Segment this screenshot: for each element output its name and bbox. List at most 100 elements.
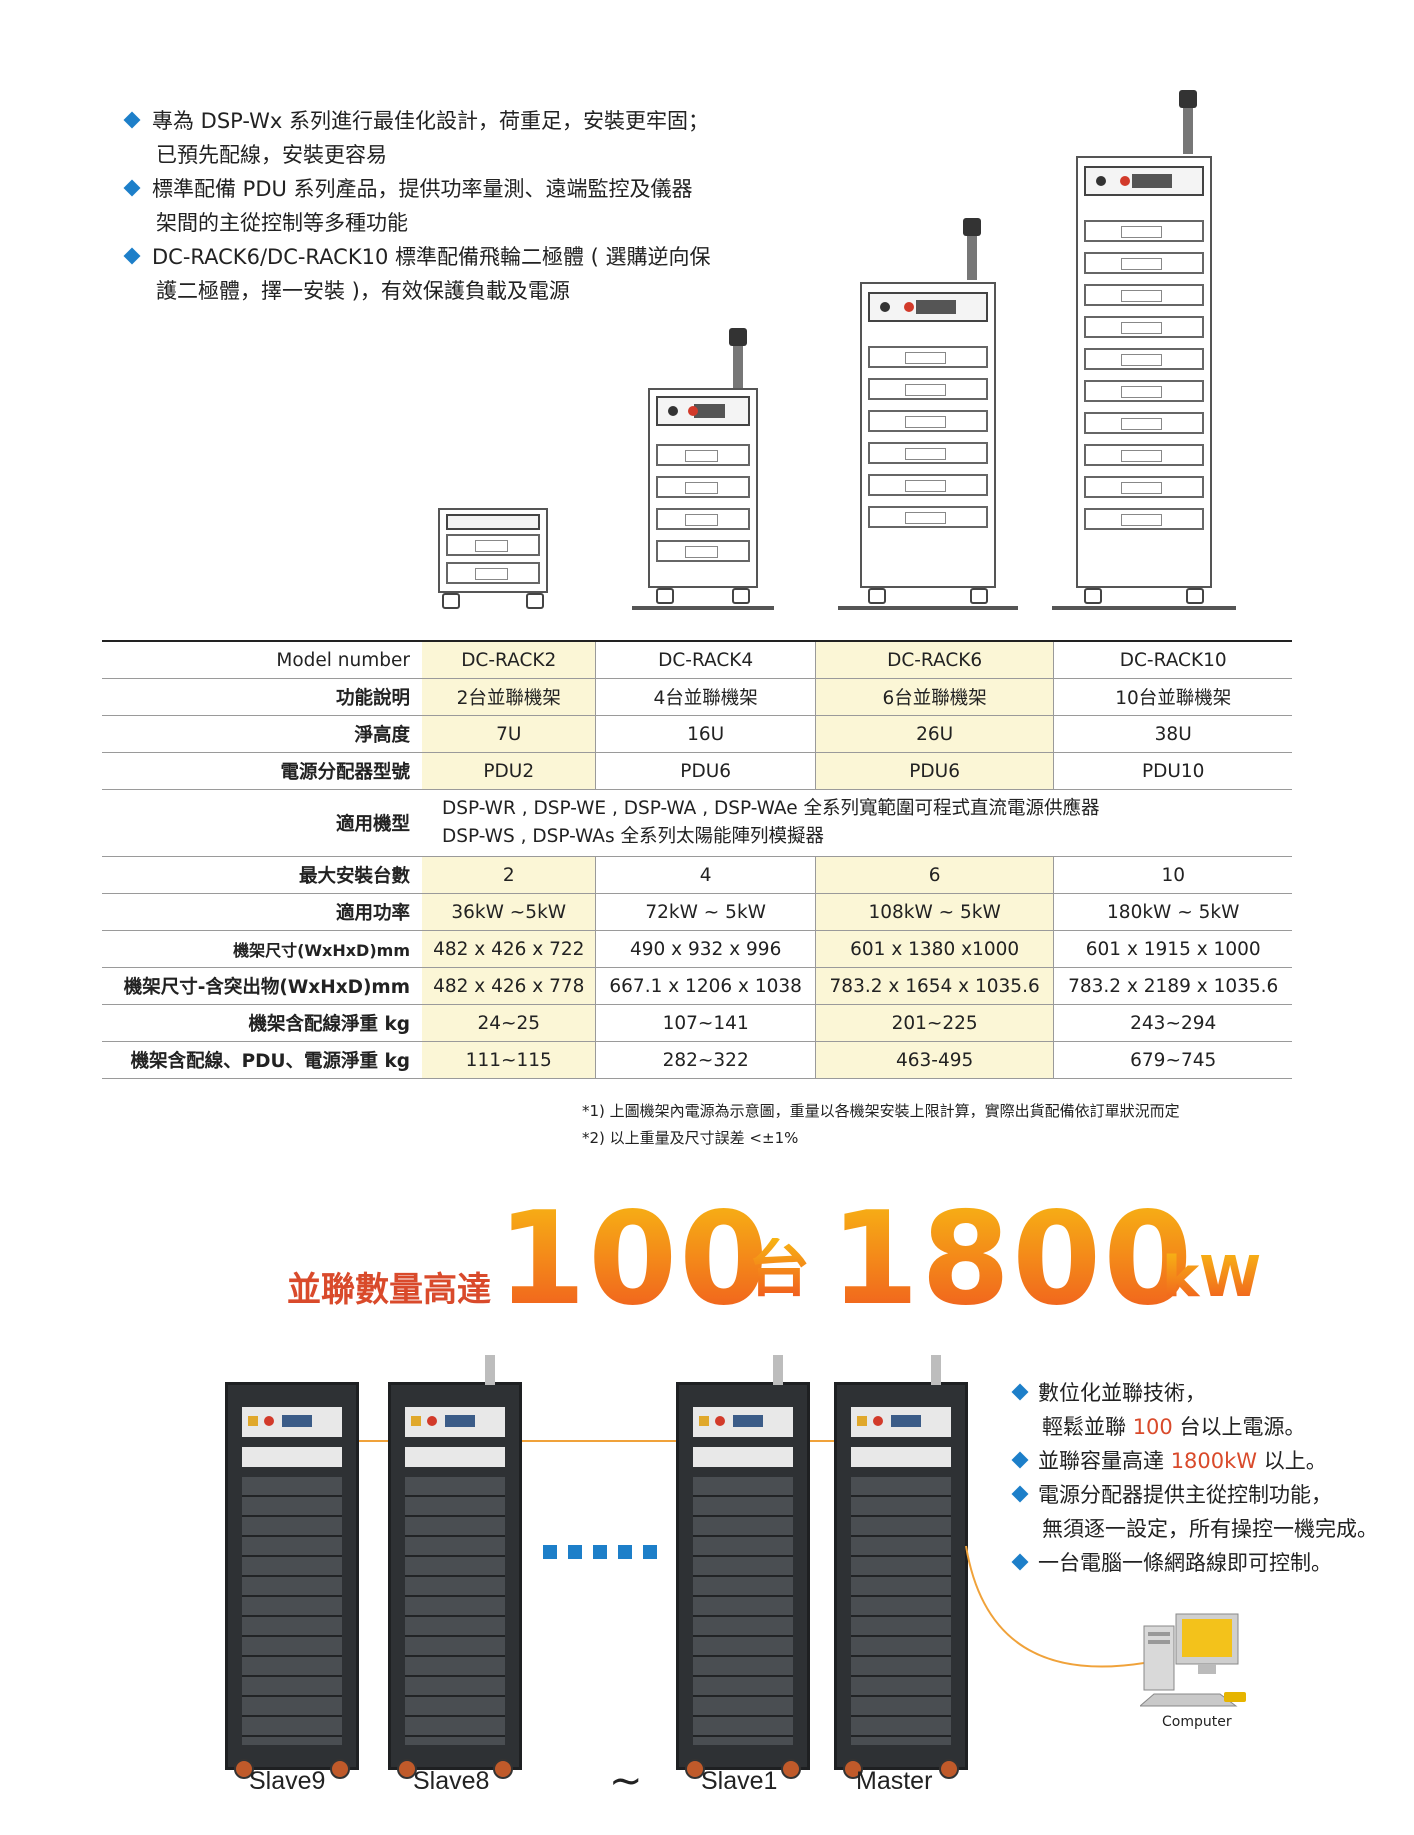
feature-bullet: 專為 DSP-Wx 系列進行最佳化設計，荷重足，安裝更牢固； 已預先配線，安裝更…	[123, 104, 766, 172]
table-cell: 482 x 426 x 722	[422, 930, 596, 968]
headline-unit-kw: kW	[1162, 1245, 1262, 1310]
feature-bullet: 並聯容量高達 1800kW 以上。	[1011, 1444, 1414, 1478]
feature-bullet: DC-RACK6/DC-RACK10 標準配備飛輪二極體 ( 選購逆向保 護二極…	[123, 240, 766, 308]
feature-bullets: 專為 DSP-Wx 系列進行最佳化設計，荷重足，安裝更牢固； 已預先配線，安裝更…	[123, 104, 766, 308]
table-cell: 10台並聯機架	[1053, 678, 1292, 716]
table-cell: 783.2 x 2189 x 1035.6	[1053, 967, 1292, 1005]
table-cell: 282~322	[595, 1041, 816, 1079]
label-master: Master	[856, 1767, 933, 1795]
diamond-bullet-icon	[1011, 1451, 1029, 1469]
label-tilde: ~	[609, 1758, 643, 1804]
feature-bullet: 電源分配器提供主從控制功能， 無須逐一設定，所有操控一機完成。	[1011, 1478, 1414, 1546]
connection-line	[810, 1440, 834, 1442]
footnote: *2) 以上重量及尺寸誤差 <±1%	[582, 1129, 799, 1147]
table-cell: 482 x 426 x 778	[422, 967, 596, 1005]
diamond-bullet-icon	[1011, 1485, 1029, 1503]
row-label: 機架含配線、PDU、電源淨重 kg	[102, 1041, 422, 1079]
footnote: *1) 上圖機架內電源為示意圖，重量以各機架安裝上限計算，實際出貨配備依訂單狀況…	[582, 1102, 1180, 1120]
row-label: 最大安裝台數	[102, 856, 422, 894]
rack-slave8	[388, 1355, 522, 1779]
table-cell: 24~25	[422, 1004, 596, 1042]
table-cell: 601 x 1380 x1000	[814, 930, 1054, 968]
table-cell: 667.1 x 1206 x 1038	[595, 967, 816, 1005]
label-slave1: Slave1	[701, 1767, 778, 1795]
rack-illustration-rack4	[648, 388, 758, 604]
table-row: 電源分配器型號 PDU2 PDU6 PDU6 PDU10	[102, 752, 1292, 790]
row-label: 適用功率	[102, 893, 422, 931]
signal-tower-icon	[963, 218, 981, 280]
table-cell: 38U	[1053, 715, 1292, 753]
table-row: 機架含配線淨重 kg 24~25 107~141 201~225 243~294	[102, 1004, 1292, 1042]
table-cell: 72kW ~ 5kW	[595, 893, 816, 931]
table-cell: 16U	[595, 715, 816, 753]
table-cell: DC-RACK10	[1053, 640, 1292, 679]
table-cell: 111~115	[422, 1041, 596, 1079]
signal-tower-icon	[1179, 90, 1197, 154]
rack-master	[834, 1355, 968, 1779]
table-row: 機架尺寸(WxHxD)mm 482 x 426 x 722 490 x 932 …	[102, 930, 1292, 968]
table-cell: PDU2	[422, 752, 596, 790]
table-cell: 243~294	[1053, 1004, 1292, 1042]
table-cell: DC-RACK2	[422, 640, 596, 679]
footnotes: *1) 上圖機架內電源為示意圖，重量以各機架安裝上限計算，實際出貨配備依訂單狀況…	[582, 1098, 1180, 1152]
table-cell: PDU10	[1053, 752, 1292, 790]
table-cell: 108kW ~ 5kW	[814, 893, 1054, 931]
table-row: 最大安裝台數 2 4 6 10	[102, 856, 1292, 894]
table-row: 適用功率 36kW ~5kW 72kW ~ 5kW 108kW ~ 5kW 18…	[102, 893, 1292, 931]
table-row: 機架含配線、PDU、電源淨重 kg 111~115 282~322 463-49…	[102, 1041, 1292, 1079]
table-cell: 201~225	[814, 1004, 1054, 1042]
row-label: 淨高度	[102, 715, 422, 753]
table-cell: 10	[1053, 856, 1292, 894]
headline-count: 100	[497, 1185, 771, 1334]
table-cell: PDU6	[595, 752, 816, 790]
diamond-bullet-icon	[1011, 1553, 1029, 1571]
network-cable	[965, 1545, 1151, 1668]
rack-illustration-rack6	[860, 282, 996, 604]
row-label: 適用機型	[102, 789, 422, 857]
table-cell: 6	[814, 856, 1054, 894]
signal-tower-icon	[729, 328, 747, 388]
diamond-bullet-icon	[123, 179, 141, 197]
label-slave8: Slave8	[413, 1767, 490, 1795]
connection-line	[356, 1440, 388, 1442]
table-cell: 463-495	[814, 1041, 1054, 1079]
applicable-models-cell: DSP-WR , DSP-WE , DSP-WA , DSP-WAe 全系列寬範…	[422, 789, 1292, 857]
ellipsis-dots	[543, 1545, 663, 1559]
table-cell: DC-RACK4	[595, 640, 816, 679]
table-row: Model number DC-RACK2 DC-RACK4 DC-RACK6 …	[102, 640, 1292, 679]
rack-slave9	[225, 1382, 359, 1779]
headline-power: 1800	[830, 1185, 1195, 1334]
row-label: Model number	[102, 640, 422, 679]
feature-bullet: 一台電腦一條網路線即可控制。	[1011, 1546, 1414, 1580]
diamond-bullet-icon	[1011, 1383, 1029, 1401]
table-cell: 4	[595, 856, 816, 894]
table-cell: 6台並聯機架	[814, 678, 1054, 716]
table-cell: 36kW ~5kW	[422, 893, 596, 931]
diamond-bullet-icon	[123, 111, 141, 129]
computer-icon	[1140, 1613, 1246, 1707]
table-cell: PDU6	[814, 752, 1054, 790]
rack-illustration-rack2	[438, 508, 548, 609]
table-cell: 2台並聯機架	[422, 678, 596, 716]
table-cell: DC-RACK6	[814, 640, 1054, 679]
table-cell: 26U	[814, 715, 1054, 753]
headline-unit-tai: 台	[748, 1232, 811, 1305]
table-row: 淨高度 7U 16U 26U 38U	[102, 715, 1292, 753]
row-label: 機架含配線淨重 kg	[102, 1004, 422, 1042]
rack-slave1	[676, 1355, 810, 1779]
row-label: 功能說明	[102, 678, 422, 716]
row-label: 電源分配器型號	[102, 752, 422, 790]
computer-label: Computer	[1162, 1714, 1232, 1730]
feature-bullet: 數位化並聯技術， 輕鬆並聯 100 台以上電源。	[1011, 1376, 1414, 1444]
row-label: 機架尺寸(WxHxD)mm	[102, 930, 422, 968]
table-cell: 2	[422, 856, 596, 894]
table-cell: 679~745	[1053, 1041, 1292, 1079]
table-row: 機架尺寸-含突出物(WxHxD)mm 482 x 426 x 778 667.1…	[102, 967, 1292, 1005]
table-cell: 107~141	[595, 1004, 816, 1042]
diamond-bullet-icon	[123, 247, 141, 265]
connection-line	[522, 1440, 676, 1442]
row-label: 機架尺寸-含突出物(WxHxD)mm	[102, 967, 422, 1005]
table-row: 適用機型 DSP-WR , DSP-WE , DSP-WA , DSP-WAe …	[102, 789, 1292, 857]
table-row: 功能說明 2台並聯機架 4台並聯機架 6台並聯機架 10台並聯機架	[102, 678, 1292, 716]
rack-illustration-rack10	[1076, 156, 1212, 604]
